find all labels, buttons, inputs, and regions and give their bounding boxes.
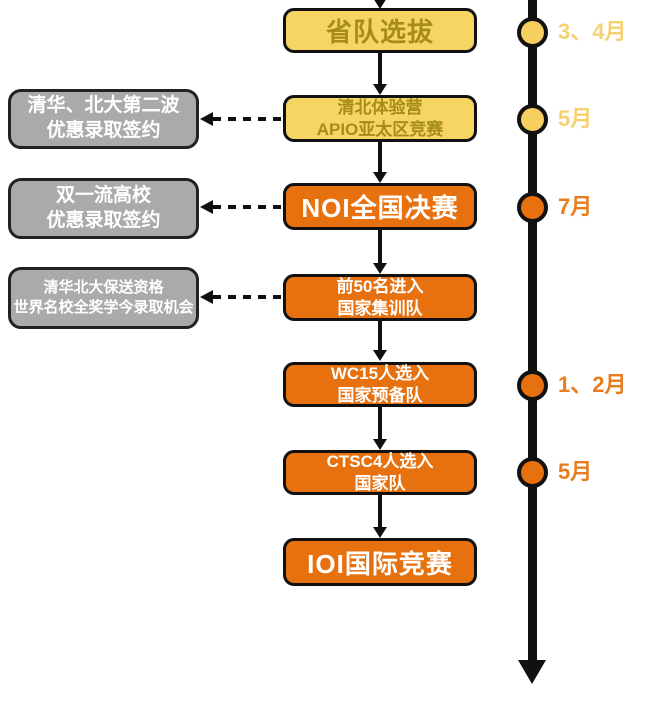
stage-box-noi-national-finals: NOI全国决赛 [283, 183, 477, 230]
side-note-line2: 优惠录取签约 [46, 120, 161, 141]
stage-box-ctsc-national-team: CTSC4人选入 国家队 [283, 450, 477, 495]
timeline-dot-may [517, 104, 548, 135]
stage-box-wc-national-reserve-team: WC15人选入 国家预备队 [283, 362, 477, 407]
dashed-connector-line [213, 295, 283, 299]
arrow-down-icon [373, 84, 387, 95]
timeline-dot-july [517, 192, 548, 223]
stage-label-line1: WC15人选入 [330, 364, 430, 384]
stage-label-line2: 国家队 [354, 473, 406, 493]
stage-box-ioi-international-contest: IOI国际竞赛 [283, 538, 477, 586]
arrow-down-icon [373, 172, 387, 183]
arrow-down-icon [373, 527, 387, 538]
side-note-line1: 双一流高校 [55, 184, 151, 206]
timeline-dot-jan-feb [517, 370, 548, 401]
arrow-down-icon [373, 350, 387, 361]
timeline-label: 3、4月 [558, 19, 627, 44]
flow-connector-line [378, 495, 382, 527]
flow-connector-line [378, 407, 382, 439]
arrow-left-icon [200, 200, 213, 214]
timeline-dot-march-april [517, 17, 548, 48]
arrow-down-icon [373, 439, 387, 450]
timeline-label: 1、2月 [558, 372, 627, 397]
side-note-box-qinghua-beida-second-wave: 清华、北大第二波 优惠录取签约 [8, 89, 199, 149]
timeline-label: 7月 [558, 194, 593, 219]
flow-connector-line [378, 230, 382, 263]
timeline-axis [528, 0, 537, 663]
side-note-line2: 世界名校全奖学今录取机会 [13, 299, 194, 316]
dashed-connector-line [213, 117, 283, 121]
stage-label-line2: APIO亚太区竞赛 [316, 119, 444, 139]
arrow-down-icon [373, 0, 387, 9]
stage-label: 省队选拔 [325, 17, 434, 47]
side-note-line1: 清华、北大第二波 [27, 95, 180, 117]
side-note-line1: 清华北大保送资格 [43, 278, 164, 296]
flow-connector-line [378, 321, 382, 350]
stage-box-top50-national-training-team: 前50名进入 国家集训队 [283, 274, 477, 321]
stage-label-line1: 前50名进入 [336, 277, 424, 297]
timeline-arrow-down-icon [518, 660, 546, 684]
side-note-box-double-first-class: 双一流高校 优惠录取签约 [8, 178, 199, 239]
stage-label-line1: 清北体验营 [337, 98, 423, 118]
stage-box-provincial-team-selection: 省队选拔 [283, 8, 477, 53]
timeline-dot-may-2 [517, 457, 548, 488]
side-note-box-baosong-scholarship: 清华北大保送资格 世界名校全奖学今录取机会 [8, 267, 199, 329]
side-note-line2: 优惠录取签约 [46, 209, 161, 231]
timeline-label: 5月 [558, 459, 593, 484]
stage-label: IOI国际竞赛 [307, 548, 453, 579]
arrow-down-icon [373, 263, 387, 274]
arrow-left-icon [200, 112, 213, 126]
timeline-label: 5月 [558, 106, 593, 131]
stage-label-line2: 国家集训队 [337, 298, 423, 318]
stage-label: NOI全国决赛 [301, 193, 459, 223]
dashed-connector-line [213, 205, 283, 209]
flow-connector-line [378, 53, 382, 84]
arrow-left-icon [200, 290, 213, 304]
stage-label-line2: 国家预备队 [337, 385, 423, 405]
stage-label-line1: CTSC4人选入 [326, 452, 434, 472]
flow-connector-line [378, 142, 382, 172]
stage-box-qingbei-camp-apio: 清北体验营 APIO亚太区竞赛 [283, 95, 477, 142]
